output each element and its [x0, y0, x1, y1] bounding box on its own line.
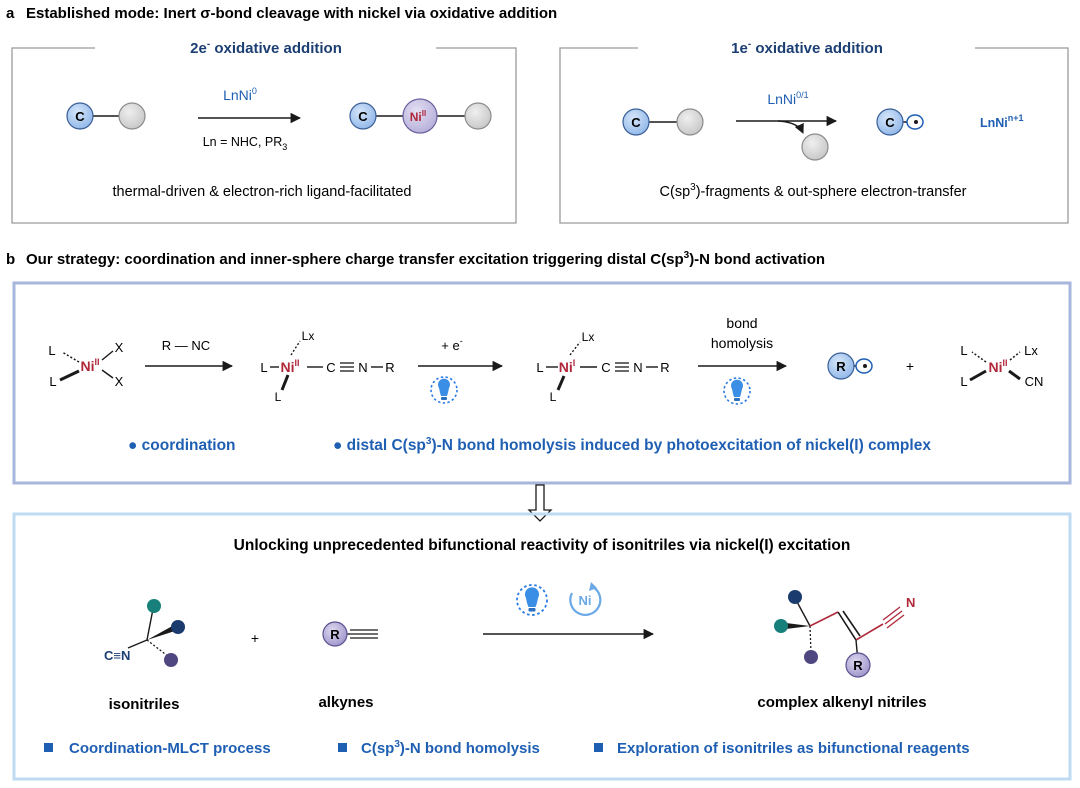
- reagent-lnni0: LnNi0: [223, 86, 257, 103]
- isonitrile-label: isonitriles: [109, 696, 180, 713]
- svg-text:X: X: [115, 374, 124, 389]
- panel-b-letter: b: [6, 251, 15, 268]
- reagent-electron: + e-: [441, 336, 462, 353]
- down-arrow-icon: [527, 484, 553, 522]
- svg-text:R: R: [330, 627, 340, 642]
- right-box-caption: C(sp3)-fragments & out-sphere electron-t…: [660, 182, 967, 200]
- alkyne-label: alkynes: [318, 694, 373, 711]
- leaving-group-atom: [464, 102, 492, 130]
- svg-text:L: L: [49, 374, 56, 389]
- alkenyl-nitrile-structure: N R: [774, 590, 915, 678]
- carbon-radical-atom: [876, 108, 904, 136]
- plus-sign: +: [251, 630, 259, 646]
- product-label: complex alkenyl nitriles: [757, 694, 926, 711]
- strategy-box: [12, 281, 1072, 485]
- svg-text:L: L: [960, 374, 967, 389]
- bifunctional-title: Unlocking unprecedented bifunctional rea…: [234, 537, 851, 554]
- step3-label-line1: bond: [726, 315, 757, 331]
- svg-text:L: L: [960, 343, 967, 358]
- fragment-arrow: [777, 120, 804, 134]
- panel-a-letter: a: [6, 5, 15, 22]
- carbon-label: C: [75, 109, 85, 124]
- left-box-caption: thermal-driven & electron-rich ligand-fa…: [113, 184, 412, 200]
- navy-substituent: [171, 620, 185, 634]
- bullet-coordination: ● coordination: [128, 437, 236, 454]
- ni-complex-3: L NiI Lx L C N R: [536, 330, 669, 404]
- svg-text:L: L: [48, 343, 55, 358]
- feature-item-1: Coordination-MLCT process: [69, 740, 271, 757]
- nickel-label: NiII: [410, 109, 426, 124]
- teal-substituent: [147, 599, 161, 613]
- plus-sign: +: [906, 358, 914, 374]
- feature-item-2: C(sp3)-N bond homolysis: [361, 739, 540, 757]
- svg-text:C: C: [326, 360, 335, 375]
- conditions-text: Ln = NHC, PR3: [203, 135, 288, 152]
- bullet-homolysis: ● distal C(sp3)-N bond homolysis induced…: [333, 436, 931, 454]
- isonitrile-cn: C≡N: [104, 648, 130, 663]
- svg-text:Lx: Lx: [582, 330, 595, 344]
- svg-text:C: C: [601, 360, 610, 375]
- svg-text:N: N: [358, 360, 367, 375]
- light-bulb-icon: [723, 377, 751, 405]
- reagent-isonitrile: R — NC: [162, 338, 210, 353]
- isonitrile-structure: C≡N: [104, 599, 185, 667]
- svg-text:Ni: Ni: [579, 593, 592, 608]
- list-bullet: [44, 743, 53, 752]
- panel-a-left-box: 2e- oxidative addition C LnNi0 Ln = NHC,…: [11, 39, 517, 224]
- carbon-atom: [622, 108, 650, 136]
- svg-text:N: N: [906, 595, 915, 610]
- svg-text:NiII: NiII: [280, 358, 299, 375]
- svg-text:R: R: [385, 360, 394, 375]
- feature-item-3: Exploration of isonitriles as bifunction…: [617, 740, 970, 757]
- svg-text:L: L: [275, 390, 282, 404]
- svg-text:NiII: NiII: [988, 358, 1007, 375]
- leaving-group-atom: [118, 102, 146, 130]
- light-bulb-icon: [516, 584, 548, 616]
- carbon-atom: [66, 102, 94, 130]
- carbon-atom: [349, 102, 377, 130]
- svg-text:R: R: [660, 360, 669, 375]
- carbon-label: C: [885, 115, 895, 130]
- ni-complex-1: NiII L L X X: [48, 340, 123, 389]
- ni-complex-4: NiII L L Lx CN: [960, 343, 1043, 389]
- light-bulb-icon: [430, 376, 458, 404]
- svg-text:L: L: [260, 360, 267, 375]
- right-box-title: 1e- oxidative addition: [731, 39, 883, 57]
- panel-a-right-box: 1e- oxidative addition C LnNi0/1 C LnNin…: [559, 39, 1069, 224]
- svg-text:N: N: [633, 360, 642, 375]
- feature-list: Coordination-MLCT process C(sp3)-N bond …: [44, 739, 970, 757]
- leaving-group-atom: [676, 108, 704, 136]
- panel-a: a Established mode: Inert σ-bond cleavag…: [6, 5, 1069, 224]
- svg-text:CN: CN: [1025, 374, 1044, 389]
- panel-b: b Our strategy: coordination and inner-s…: [6, 250, 1072, 781]
- bifunctional-box: [12, 512, 1072, 781]
- svg-text:NiI: NiI: [559, 358, 576, 375]
- ni-complex-2: NiII L Lx L C N R: [260, 329, 394, 404]
- list-bullet: [338, 743, 347, 752]
- svg-text:Lx: Lx: [302, 329, 315, 343]
- panel-a-title: Established mode: Inert σ-bond cleavage …: [26, 5, 557, 22]
- svg-text:L: L: [536, 360, 543, 375]
- svg-text:R: R: [836, 359, 846, 374]
- reagent-lnni01: LnNi0/1: [767, 90, 808, 107]
- carbon-label: C: [358, 109, 368, 124]
- left-box-title: 2e- oxidative addition: [190, 39, 342, 57]
- svg-text:NiII: NiII: [80, 357, 99, 374]
- svg-text:Lx: Lx: [1024, 343, 1038, 358]
- list-bullet: [594, 743, 603, 752]
- alkyne-structure: R: [322, 621, 378, 647]
- nickel-atom: [402, 98, 438, 134]
- carbon-label: C: [631, 115, 641, 130]
- panel-b-title: Our strategy: coordination and inner-sph…: [26, 250, 825, 268]
- purple-substituent: [164, 653, 178, 667]
- product-lnni: LnNin+1: [980, 113, 1024, 130]
- svg-text:L: L: [550, 390, 557, 404]
- nickel-catalyst-icon: Ni: [569, 582, 602, 616]
- step3-label-line2: homolysis: [711, 335, 773, 351]
- svg-text:X: X: [115, 340, 124, 355]
- svg-text:R: R: [853, 658, 863, 673]
- leaving-group-atom: [801, 133, 829, 161]
- alkyl-radical: R: [827, 352, 873, 380]
